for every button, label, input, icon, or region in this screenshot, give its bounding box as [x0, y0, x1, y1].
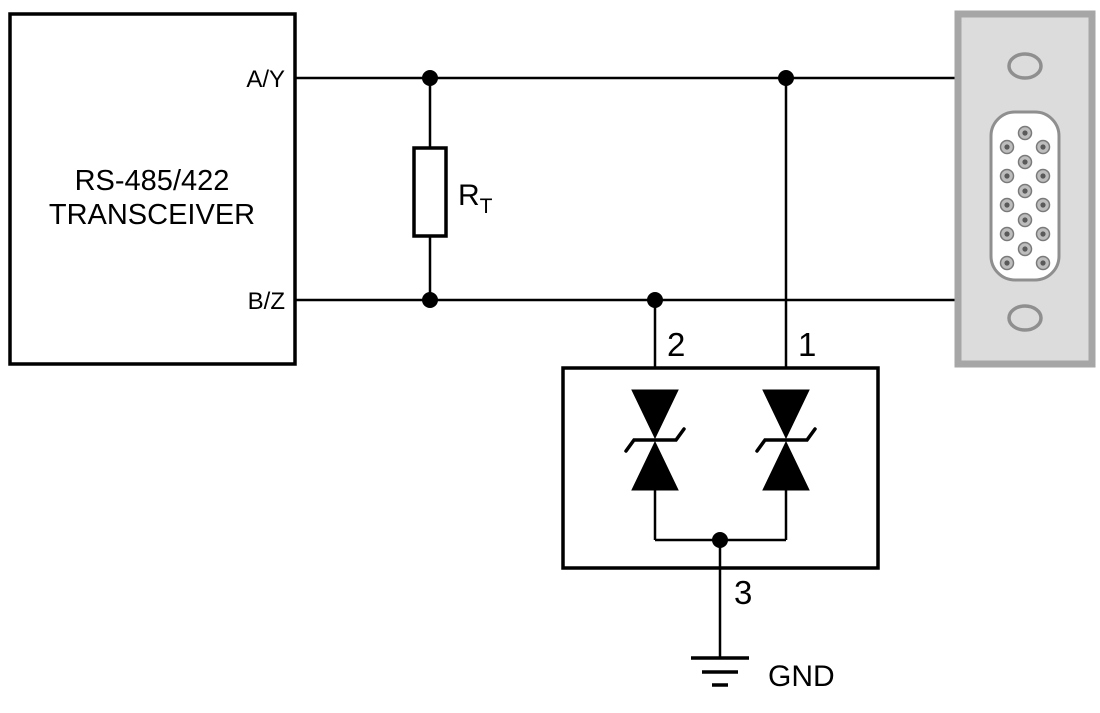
resistor-label: RT: [458, 179, 493, 218]
tvs-diode-left: [624, 389, 686, 540]
tvs-pin3-label: 3: [734, 574, 752, 611]
junction-dot-ay-tvs: [778, 70, 794, 86]
pin-hole-center: [1040, 173, 1046, 179]
connector-pin-column-3: [1035, 139, 1051, 271]
dsub-connector: [954, 10, 1096, 368]
pin-hole-center: [1004, 231, 1010, 237]
pin-hole-center: [1022, 130, 1028, 136]
tvs-diode-right: [755, 389, 817, 540]
junction-dot-bz-tvs: [647, 292, 663, 308]
termination-resistor: RT: [412, 70, 493, 308]
pin-bz-label: B/Z: [248, 288, 285, 315]
pin-hole-center: [1022, 217, 1028, 223]
resistor-body: [412, 146, 448, 238]
pin-hole-center: [1004, 144, 1010, 150]
tvs-pin2-label: 2: [667, 326, 685, 363]
pin-hole-center: [1040, 202, 1046, 208]
resistor-symbol: R: [458, 179, 480, 212]
pin-hole-center: [1004, 260, 1010, 266]
junction-dot-bz-rt: [422, 292, 438, 308]
pin-hole-center: [1022, 188, 1028, 194]
pin-hole-center: [1022, 159, 1028, 165]
pin-ay-label: A/Y: [246, 66, 285, 93]
ground-symbol: [691, 656, 749, 687]
pin-hole-center: [1004, 202, 1010, 208]
transceiver-block: RS-485/422 TRANSCEIVER A/Y B/Z: [8, 12, 297, 366]
tvs-diode-right-top-triangle: [762, 389, 810, 440]
connector-screw-hole-bottom: [1007, 304, 1043, 332]
connector-screw-hole-top: [1007, 52, 1043, 80]
pin-hole-center: [1040, 231, 1046, 237]
pin-hole-center: [1040, 144, 1046, 150]
transceiver-box: [8, 12, 297, 366]
ground-label: GND: [768, 660, 835, 693]
pin-hole-center: [1004, 173, 1010, 179]
transceiver-label-line1: RS-485/422: [75, 165, 230, 197]
pin-hole-center: [1022, 246, 1028, 252]
tvs-pin1-label: 1: [798, 326, 816, 363]
tvs-diode-left-top-triangle: [631, 389, 679, 440]
resistor-subscript: T: [480, 195, 493, 218]
junction-dot-ay-rt: [422, 70, 438, 86]
tvs-diode-array: [561, 366, 880, 570]
connector-pin-column-2: [1017, 125, 1033, 257]
transceiver-label-line2: TRANSCEIVER: [49, 199, 255, 231]
connector-pin-column-1: [999, 139, 1015, 271]
pin-hole-center: [1040, 260, 1046, 266]
tvs-diode-right-zener-bar: [755, 427, 817, 453]
tvs-diode-left-zener-bar: [624, 427, 686, 453]
